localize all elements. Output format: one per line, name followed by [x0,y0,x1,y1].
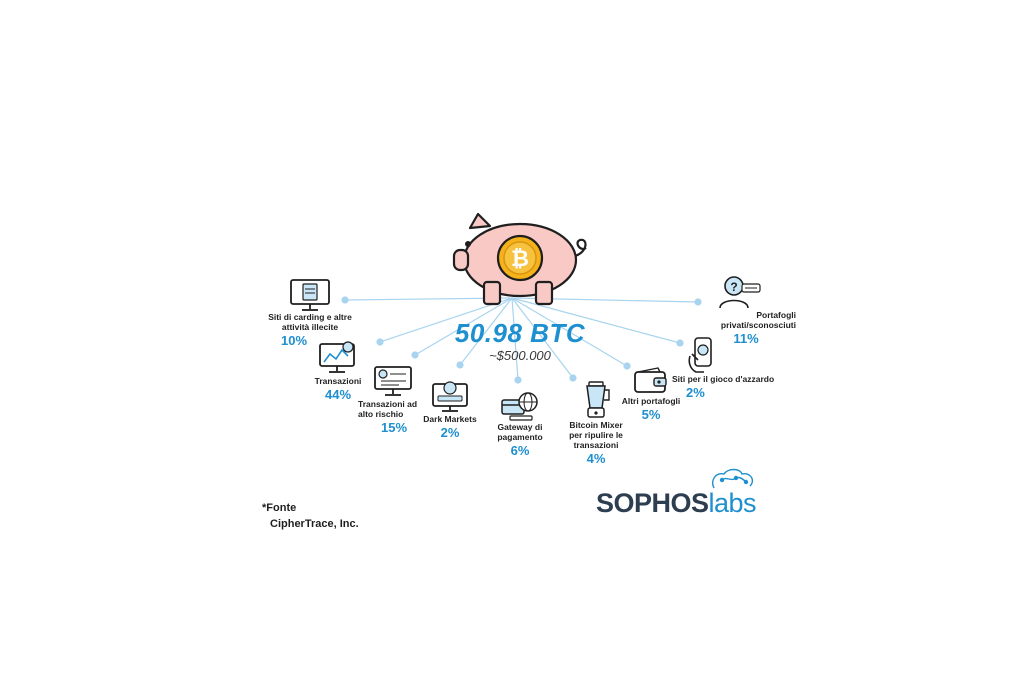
unknown-user-icon: ? [719,276,761,309]
category-label: Altri portafogli [621,396,681,406]
category-privati: ? Portafogli privati/sconosciuti 11% [696,274,796,346]
monitor-risk-icon [374,366,412,396]
brand-part2: labs [708,488,757,518]
spoke-altri [511,297,628,367]
category-percent: 4% [586,451,606,466]
category-label: Portafogli privati/sconosciuti [720,310,796,330]
category-transazioni: Transazioni 44% [308,340,368,402]
sophoslabs-logo: SOPHOSlabs [596,468,776,528]
monitor-card-icon [290,279,330,311]
total-usd: ~$500.000 [489,348,551,363]
category-label: Dark Markets [423,414,477,424]
category-label: Bitcoin Mixer per ripulire le transazion… [569,420,623,450]
category-altri-portafogli: Altri portafogli 5% [616,366,686,422]
spoke-dot-transazioni [376,338,384,346]
category-gateway: Gateway di pagamento 6% [490,390,550,458]
category-percent: 11% [733,331,759,346]
category-percent: 15% [380,420,408,435]
svg-text:₿: ₿ [511,246,529,271]
category-label: Gateway di pagamento [497,422,543,442]
category-percent: 5% [641,407,661,422]
category-percent: 6% [510,443,530,458]
spoke-gioco [511,297,681,344]
spoke-dot-mixer [569,374,577,382]
brand-part1: SOPHOS [596,488,709,518]
spoke-dot-carding [341,296,349,304]
phone-hand-icon [688,337,712,373]
spoke-dot-gioco [676,339,684,347]
spoke-dot-gateway [514,376,522,384]
category-alto-rischio: Transazioni ad alto rischio 15% [358,363,430,435]
category-percent: 44% [324,387,352,402]
category-percent: 2% [686,385,705,400]
source-note: *Fonte CipherTrace, Inc. [262,500,359,532]
category-mixer: Bitcoin Mixer per ripulire le transazion… [560,380,632,466]
category-percent: 10% [281,333,308,348]
card-globe-icon [501,392,538,421]
monitor-hacker-icon [432,381,468,412]
source-name: CipherTrace, Inc. [270,518,359,530]
svg-text:?: ? [730,280,737,294]
category-gioco: Siti per il gioco d'azzardo 2% [672,336,784,400]
spoke-dot-dark-markets [456,361,464,369]
category-carding: Siti di carding e altre attività illecit… [255,278,365,348]
spoke-dot-privati [694,298,702,306]
spoke-transazioni [379,297,513,343]
category-label: Siti per il gioco d'azzardo [672,374,775,384]
blender-icon [586,381,610,418]
category-label: Siti di carding e altre attività illecit… [268,312,352,332]
category-dark-markets: Dark Markets 2% [420,378,480,440]
bitcoin-coin-icon: ₿ [496,234,544,282]
spoke-gateway [511,297,519,381]
wallet-icon [634,367,667,393]
spoke-alto-rischio [414,297,513,356]
category-percent: 2% [440,425,460,440]
source-label: *Fonte [262,502,297,514]
spoke-dark-markets [459,297,513,366]
spoke-dot-altri [623,362,631,370]
monitor-chart-icon [319,341,355,373]
category-label: Transazioni [314,376,362,386]
category-label: Transazioni ad alto rischio [358,399,418,419]
spoke-mixer [511,297,574,379]
brain-network-icon [712,468,754,489]
total-btc: 50.98 BTC [454,318,586,348]
brand-wordmark: SOPHOSlabs [596,488,757,519]
spoke-dot-alto-rischio [411,351,419,359]
piggy-bank-icon: ₿ [452,212,587,306]
